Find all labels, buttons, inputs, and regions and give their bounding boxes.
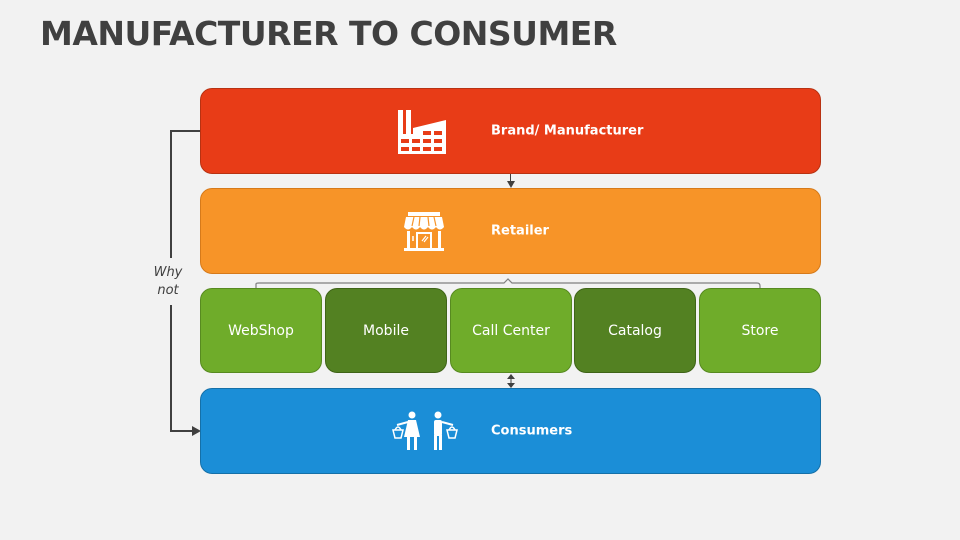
channel-catalog: Catalog: [574, 288, 696, 373]
storefront-icon: [404, 212, 444, 251]
channel-store: Store: [699, 288, 821, 373]
retailer-label: Retailer: [491, 223, 549, 239]
manufacturer-label: Brand/ Manufacturer: [491, 123, 644, 139]
channel-mobile: Mobile: [325, 288, 447, 373]
channel-webshop: WebShop: [200, 288, 322, 373]
double-arrow-icon: [507, 374, 515, 388]
channel-call-center: Call Center: [450, 288, 572, 373]
why-not-connector-top-h: [170, 130, 201, 132]
retailer-band: Retailer: [200, 188, 821, 274]
arrow-right-icon: [192, 426, 201, 436]
why-not-connector-vertical-top: [170, 130, 172, 258]
consumers-band: Consumers: [200, 388, 821, 474]
channels-bracket: [255, 278, 761, 289]
manufacturer-band: Brand/ Manufacturer: [200, 88, 821, 174]
why-not-connector-bottom-h: [170, 430, 194, 432]
shoppers-icon: [392, 411, 458, 450]
factory-icon: [398, 110, 446, 154]
consumers-label: Consumers: [491, 423, 573, 439]
connector-manufacturer-retailer: [510, 174, 511, 183]
arrow-down-icon: [507, 181, 515, 188]
why-not-connector-vertical-bottom: [170, 305, 172, 432]
why-not-label: Why not: [153, 265, 183, 298]
page-title: MANUFACTURER TO CONSUMER: [40, 14, 617, 53]
